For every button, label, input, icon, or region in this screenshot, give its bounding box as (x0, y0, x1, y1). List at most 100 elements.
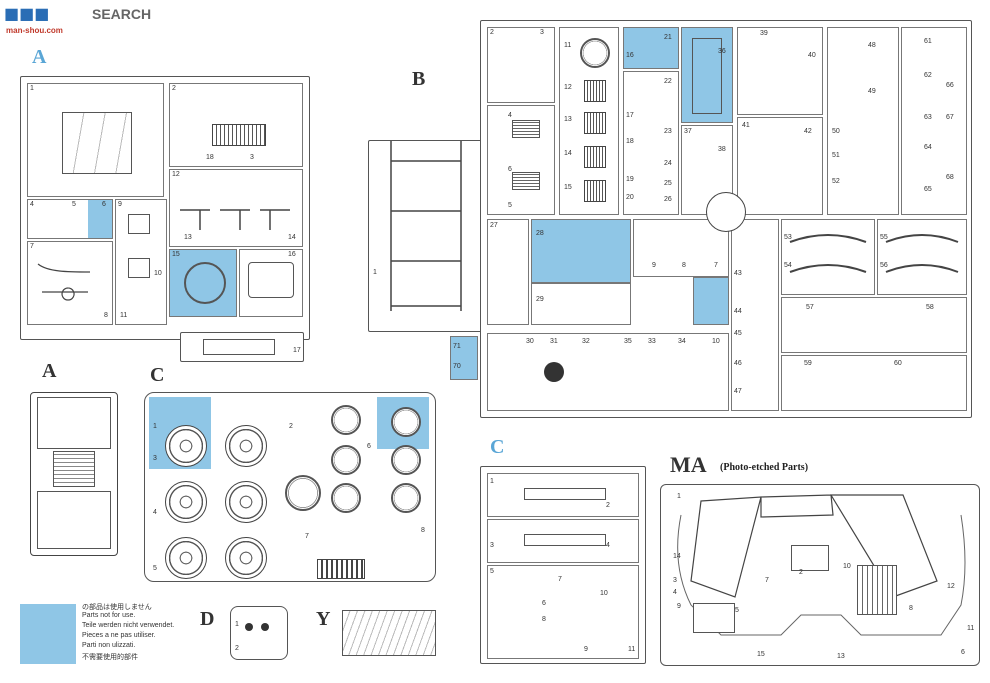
part-number: 10 (843, 563, 851, 570)
sprue-b-grid (584, 112, 606, 134)
part-number: 71 (453, 343, 461, 350)
sprue-a: 1 2 3 18 12 13 14 4 5 6 9 10 7 8 11 15 1… (20, 76, 310, 340)
part-number: 5 (72, 201, 76, 208)
sprue-c-rim (391, 483, 421, 513)
part-number: 7 (30, 243, 34, 250)
sprue-a-xbrace (128, 214, 150, 234)
part-number: 31 (550, 338, 558, 345)
part-number: 28 (536, 230, 544, 237)
sprue-a-part-7: 7 8 11 (27, 241, 127, 325)
part-number: 24 (664, 160, 672, 167)
part-number: 33 (648, 338, 656, 345)
part-number: 32 (582, 338, 590, 345)
part-number: 12 (172, 171, 180, 178)
sprue-a-cable (37, 263, 91, 301)
sprue-c-rim (331, 445, 361, 475)
part-number: 8 (542, 616, 546, 623)
legend-line: Pieces a ne pas utiliser. (82, 632, 156, 639)
sprue-b-parts-41-42: 41 42 (737, 117, 823, 215)
part-number: 2 (172, 85, 176, 92)
sprue-c-rim (331, 405, 361, 435)
part-number: 17 (626, 112, 634, 119)
part-number: 60 (894, 360, 902, 367)
part-number: 27 (490, 222, 498, 229)
part-number: 62 (924, 72, 932, 79)
sprue-a-part-2: 2 3 18 (169, 83, 303, 167)
part-number: 16 (626, 52, 634, 59)
part-number: 52 (832, 178, 840, 185)
sprue-c-blue-letter: C (490, 436, 505, 458)
part-number: 23 (664, 128, 672, 135)
part-number: 40 (808, 52, 816, 59)
part-number: 3 (250, 154, 254, 161)
sprue-b-parts-6-9: 9 8 7 (633, 219, 729, 277)
legend-line: Parts not for use. (82, 612, 136, 619)
part-number: 8 (682, 262, 686, 269)
legend-line: Parti non ulizzati. (82, 642, 136, 649)
part-number: 59 (804, 360, 812, 367)
part-number: 15 (172, 251, 180, 258)
part-number: 67 (946, 114, 954, 121)
part-number: 17 (293, 347, 301, 354)
sprue-b-part-36-notused: 36 (681, 27, 733, 123)
part-number: 3 (490, 542, 494, 549)
part-number: 11 (564, 42, 572, 49)
sprue-b-parts-48-52: 48 49 50 51 52 (827, 27, 899, 215)
sprue-b-panel (692, 38, 722, 114)
sprue-d-letter: D (200, 608, 215, 630)
sprue-ma: 1 2 3 4 5 6 7 8 9 10 11 12 13 14 15 (660, 484, 980, 666)
sprue-c-hub-ring (285, 475, 321, 511)
sprue-ma-grille (857, 565, 897, 615)
sprue-c: 1 2 3 4 5 6 7 8 (144, 392, 436, 582)
sprue-c-wheel (165, 481, 207, 523)
part-number: 45 (734, 330, 742, 337)
part-number: 14 (673, 553, 681, 560)
sprue-a-part-9: 9 10 (115, 199, 167, 325)
legend-swatch (20, 604, 76, 664)
sprue-a-panel-1 (62, 112, 132, 174)
sprue-a-bar (203, 339, 275, 355)
sprue-b-parts-53-54: 53 54 (781, 219, 875, 295)
sprue-c-blue-row-1: 1 2 (487, 473, 639, 517)
part-number: 11 (628, 646, 636, 653)
sprue-b-parts-57-58: 57 58 (781, 297, 967, 353)
sprue-c-letter: C (150, 364, 165, 386)
part-number: 50 (832, 128, 840, 135)
sprue-b-parts-30-35: 30 31 32 35 33 34 10 (487, 333, 729, 411)
sprue-a-grille (212, 124, 266, 146)
part-number: 4 (606, 542, 610, 549)
sprue-b-grid (584, 80, 606, 102)
part-number: 64 (924, 144, 932, 151)
chassis-hood (37, 397, 111, 449)
sprue-a-part-4: 4 5 6 (27, 199, 113, 239)
sprue-b-step (512, 172, 540, 190)
sprue-c-wheel (165, 425, 207, 467)
sprue-b-step (512, 120, 540, 138)
sprue-ma-plate (791, 545, 829, 571)
legend-line: の部品は使用しません (82, 604, 152, 611)
part-number: 63 (924, 114, 932, 121)
part-number: 29 (536, 296, 544, 303)
part-number: 10 (154, 270, 162, 277)
part-number: 58 (926, 304, 934, 311)
sprue-b-steering (580, 38, 610, 68)
part-number: 1 (677, 493, 681, 500)
assembled-chassis-view (30, 392, 118, 556)
part-number: 9 (677, 603, 681, 610)
sprue-ma-windshield-outline (677, 494, 966, 636)
part-number: 3 (673, 577, 677, 584)
part-number: 15 (564, 184, 572, 191)
sprue-d-dot (245, 623, 253, 631)
part-number: 1 (30, 85, 34, 92)
sprue-b-letter: B (412, 68, 426, 90)
sprue-a-small-letter: A (42, 360, 57, 382)
sprue-a-part-6-notused (88, 200, 112, 238)
sprue-c-blue-bracket (524, 534, 606, 546)
part-number: 37 (684, 128, 692, 135)
sprue-ma-panel (693, 603, 735, 633)
part-number: 7 (558, 576, 562, 583)
sprue-a-part-1: 1 (27, 83, 164, 197)
part-number: 2 (606, 502, 610, 509)
sprue-c-blue-row-2: 3 4 (487, 519, 639, 563)
